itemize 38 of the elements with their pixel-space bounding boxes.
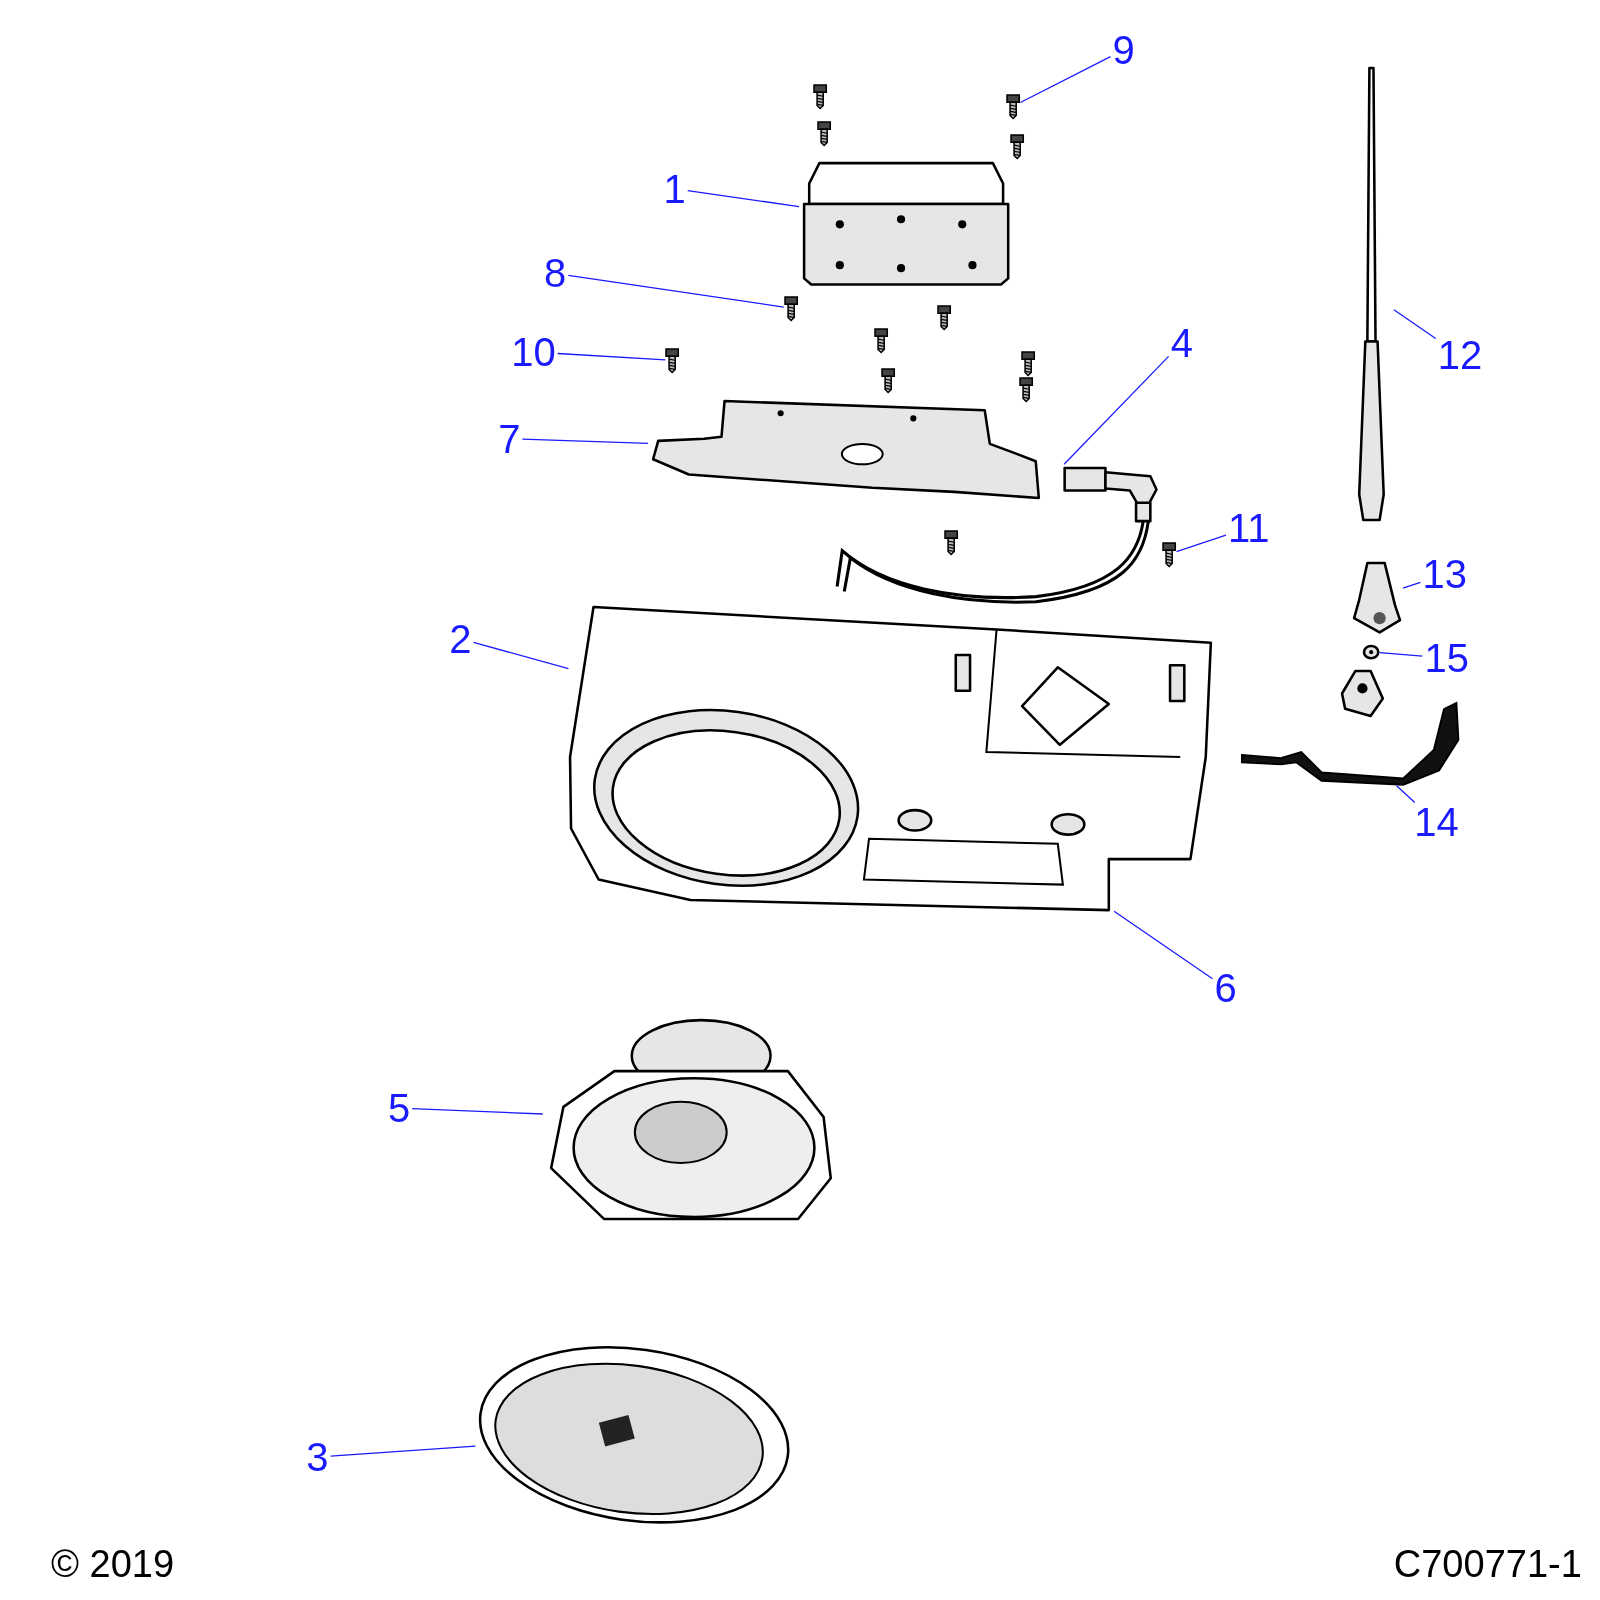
leader-line [411, 1108, 544, 1115]
speaker-enclosure-drawing [568, 604, 1213, 912]
callout-number: 7 [496, 418, 523, 459]
leader-line [329, 1445, 477, 1457]
screw-icon [1162, 541, 1177, 567]
drawing-number: C700771-1 [1393, 1542, 1582, 1586]
callout-number: 9 [1110, 30, 1137, 70]
nut-icon [1363, 644, 1380, 660]
leader-line [1402, 581, 1422, 589]
callout-number: 13 [1420, 554, 1469, 595]
leader-line [1019, 56, 1112, 104]
leader-line [521, 438, 649, 445]
leader-line [1395, 785, 1416, 804]
leader-line [1063, 355, 1170, 465]
leader-line [557, 352, 666, 361]
callout-number: 15 [1422, 638, 1471, 679]
screw-icon [783, 295, 798, 321]
leader-line [1378, 652, 1424, 657]
leader-line [687, 189, 800, 208]
leader-line [1113, 910, 1214, 980]
callout-number: 4 [1168, 322, 1195, 363]
leader-line [1393, 309, 1437, 340]
callout-number: 10 [509, 332, 558, 373]
callout-number: 5 [385, 1088, 413, 1129]
callout-number: 14 [1412, 802, 1461, 843]
callout-number: 3 [304, 1437, 331, 1478]
callout-number: 8 [542, 253, 569, 294]
callout-number: 12 [1435, 335, 1485, 376]
copyright-note: © 2019 [51, 1542, 175, 1586]
callout-number: 6 [1212, 967, 1239, 1008]
callout-number: 11 [1225, 507, 1272, 548]
callout-number: 2 [447, 618, 474, 659]
callout-number: 1 [661, 168, 688, 209]
screw-icon [665, 347, 680, 373]
leader-line [1175, 534, 1227, 553]
leader-line [472, 641, 570, 670]
leader-line [567, 274, 785, 308]
screw-icon [1006, 93, 1021, 119]
